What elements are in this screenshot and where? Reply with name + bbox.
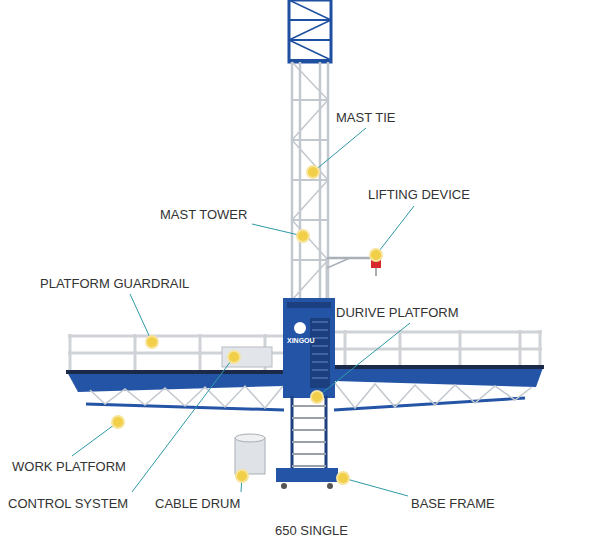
left-guardrail bbox=[68, 334, 283, 371]
control-box bbox=[222, 347, 272, 367]
part-label: BASE FRAME bbox=[411, 496, 495, 511]
part-label: PLATFORM GUARDRAIL bbox=[40, 276, 189, 291]
part-label: WORK PLATFORM bbox=[12, 459, 126, 474]
part-label: DURIVE PLATFORM bbox=[336, 305, 459, 320]
base-frame bbox=[276, 468, 338, 489]
part-label: CONTROL SYSTEM bbox=[8, 496, 128, 511]
mast-lattice bbox=[292, 62, 328, 300]
drive-cabin bbox=[283, 298, 335, 398]
cable-drum bbox=[235, 434, 265, 474]
part-label: MAST TOWER bbox=[160, 207, 247, 222]
right-guardrail bbox=[335, 330, 542, 366]
part-label: MAST TIE bbox=[336, 110, 395, 125]
part-label: LIFTING DEVICE bbox=[368, 187, 470, 202]
caption: 650 SINGLE bbox=[275, 523, 348, 538]
access-stairs bbox=[292, 396, 326, 470]
part-label: XINGOU bbox=[287, 336, 315, 345]
lifting-device bbox=[327, 258, 381, 305]
marker-dots bbox=[112, 166, 382, 484]
part-label: CABLE DRUM bbox=[155, 496, 240, 511]
mast-top bbox=[289, 0, 331, 62]
